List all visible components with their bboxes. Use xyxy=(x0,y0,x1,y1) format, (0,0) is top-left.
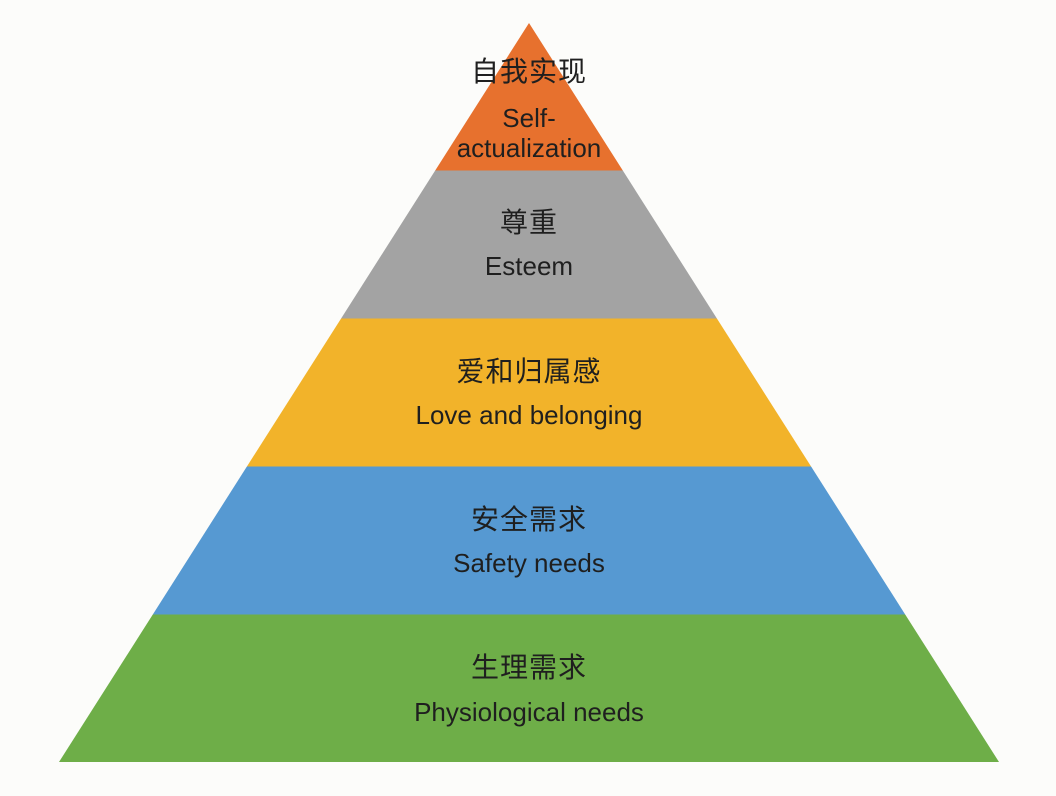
level-physiological-zh-label: 生理需求 xyxy=(471,652,587,683)
level-love-belonging-en-label: Love and belonging xyxy=(416,400,643,430)
level-physiological-shape xyxy=(59,614,999,762)
level-love-belonging-zh-label: 爱和归属感 xyxy=(456,356,601,387)
level-self-actualization-en-label-line2: actualization xyxy=(457,133,602,163)
level-self-actualization-en-label-line1: Self- xyxy=(502,103,555,133)
level-esteem-en-label: Esteem xyxy=(485,251,573,281)
level-safety-en-label: Safety needs xyxy=(453,548,605,578)
level-safety-zh-label: 安全需求 xyxy=(471,504,587,535)
level-love-belonging-shape xyxy=(246,318,812,467)
level-esteem-shape xyxy=(341,170,717,319)
level-safety-shape xyxy=(152,466,906,615)
level-self-actualization-shape xyxy=(435,23,623,171)
level-esteem-zh-label: 尊重 xyxy=(500,207,558,238)
level-physiological-en-label: Physiological needs xyxy=(414,697,644,727)
level-self-actualization-zh-label: 自我实现 xyxy=(471,56,587,87)
